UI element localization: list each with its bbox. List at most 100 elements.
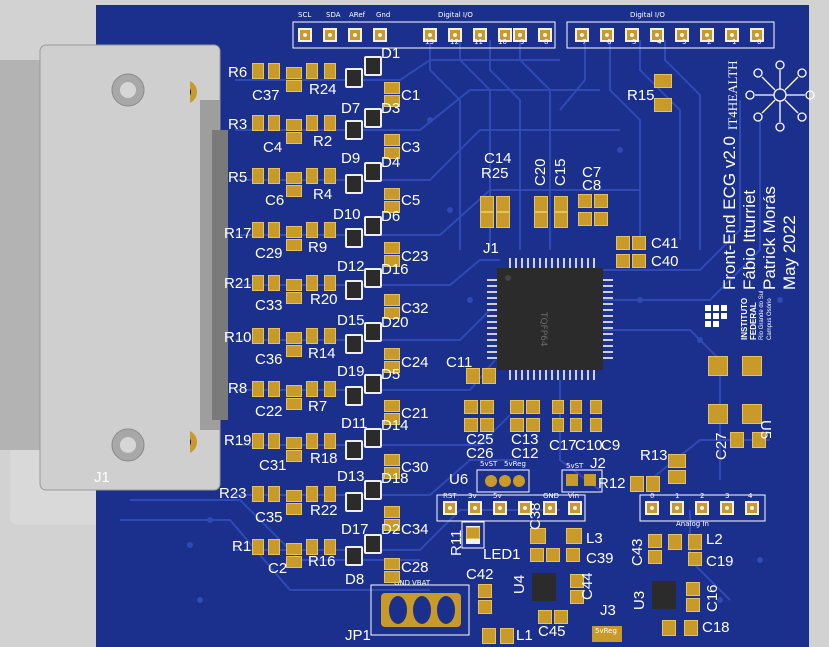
- ref-label: R8: [228, 380, 248, 397]
- ref-label: C35: [255, 509, 283, 526]
- ref-label: C39: [586, 550, 614, 567]
- analog-pin[interactable]: [745, 501, 759, 515]
- header-pin[interactable]: [373, 28, 387, 42]
- ref-label: C44: [579, 572, 596, 600]
- ref-label: D15: [337, 312, 365, 329]
- aref-label: ARef: [349, 11, 366, 19]
- ref-label: R22: [310, 502, 338, 519]
- header-pin[interactable]: [498, 28, 512, 42]
- ref-label: R6: [228, 64, 248, 81]
- chip-marking: TQFP64: [538, 312, 548, 347]
- header-pin[interactable]: [725, 28, 739, 42]
- ref-label: LED1: [483, 546, 521, 563]
- ref-label: C6: [265, 192, 285, 209]
- ref-label: L3: [586, 530, 603, 547]
- ref-label: D9: [341, 150, 361, 167]
- ref-label: C13: [511, 431, 539, 448]
- institute-line: FEDERAL: [749, 302, 758, 340]
- header-pin[interactable]: [323, 28, 337, 42]
- ref-label: U3: [631, 590, 648, 610]
- logo-text: IT4HEALTH: [725, 60, 740, 130]
- logo-graphic: [745, 60, 815, 132]
- pin-number: 3: [725, 492, 730, 500]
- scl-label: SCL: [298, 11, 312, 19]
- ref-label: C45: [538, 623, 566, 640]
- pin-number: 0: [757, 38, 762, 46]
- power-pin[interactable]: [543, 501, 557, 515]
- pin-number: 0: [650, 492, 655, 500]
- jumper-label: 5vST: [566, 462, 584, 470]
- ref-label: C2: [268, 560, 288, 577]
- analog-pin[interactable]: [670, 501, 684, 515]
- analog-pin[interactable]: [695, 501, 709, 515]
- title-block: Front-End ECG v2.0 Fábio Itturriet Patri…: [720, 136, 800, 290]
- ref-label: R23: [219, 485, 247, 502]
- header-pin[interactable]: [348, 28, 362, 42]
- ref-label: J1: [483, 240, 499, 257]
- ref-label: C38: [527, 502, 544, 530]
- header-pin[interactable]: [575, 28, 589, 42]
- power-label: RST: [443, 492, 457, 500]
- header-pin[interactable]: [750, 28, 764, 42]
- ref-label: D10: [333, 206, 361, 223]
- ref-label: C9: [601, 437, 621, 454]
- ref-label: D14: [381, 417, 409, 434]
- jumper-label: VBAT: [412, 579, 431, 587]
- ref-label: C27: [713, 432, 730, 460]
- jumper-label: 5vReg: [595, 627, 617, 635]
- ref-label: D11: [341, 415, 368, 432]
- power-pin[interactable]: [468, 501, 482, 515]
- ref-label: C15: [552, 158, 569, 186]
- power-pin[interactable]: [568, 501, 582, 515]
- power-label: 3v: [468, 492, 477, 500]
- ref-label: C18: [702, 619, 730, 636]
- gnd-label: Gnd: [376, 11, 391, 19]
- ref-label: R7: [308, 398, 328, 415]
- pin-number: 1: [732, 38, 737, 46]
- institute-block: INSTITUTO FEDERAL Rio Grande do Sul Camp…: [740, 291, 774, 340]
- pin-number: 13: [425, 38, 434, 46]
- pin-number: 10: [498, 38, 507, 46]
- header-pin[interactable]: [473, 28, 487, 42]
- digital-io-right-label: Digital I/O: [630, 11, 665, 19]
- jumper-label: GND: [394, 579, 411, 587]
- institute-line: Rio Grande do Sul: [759, 290, 765, 340]
- ref-label: U6: [449, 471, 469, 488]
- power-pin[interactable]: [443, 501, 457, 515]
- ref-label: R20: [310, 291, 338, 308]
- pin-number: 5: [632, 38, 637, 46]
- ref-label: J1: [94, 469, 110, 486]
- ref-label: C4: [263, 139, 283, 156]
- header-pin[interactable]: [298, 28, 312, 42]
- header-pin[interactable]: [700, 28, 714, 42]
- header-pin[interactable]: [538, 28, 552, 42]
- header-pin[interactable]: [600, 28, 614, 42]
- ref-label: C19: [706, 553, 734, 570]
- ref-label: C40: [651, 253, 679, 270]
- ref-label: R9: [308, 239, 328, 256]
- header-pin[interactable]: [650, 28, 664, 42]
- ref-label: D2: [381, 521, 401, 538]
- pin-number: 6: [607, 38, 612, 46]
- analog-pin[interactable]: [645, 501, 659, 515]
- power-pin[interactable]: [518, 501, 532, 515]
- ref-label: D13: [337, 468, 365, 485]
- ref-label: D1: [381, 45, 401, 62]
- power-pin[interactable]: [493, 501, 507, 515]
- ref-label: D5: [381, 366, 401, 383]
- analog-pin[interactable]: [720, 501, 734, 515]
- header-pin[interactable]: [675, 28, 689, 42]
- digital-io-left-label: Digital I/O: [438, 11, 473, 19]
- ref-label: R11: [448, 529, 465, 556]
- header-pin[interactable]: [448, 28, 462, 42]
- pin-number: 7: [582, 38, 587, 46]
- ref-label: D4: [381, 154, 401, 171]
- ref-label: C29: [255, 245, 283, 262]
- ref-label: D16: [381, 261, 409, 278]
- ref-label: C34: [401, 521, 429, 538]
- ref-label: C21: [401, 405, 429, 422]
- header-pin[interactable]: [513, 28, 527, 42]
- ref-label: C23: [401, 248, 429, 265]
- header-pin[interactable]: [625, 28, 639, 42]
- header-pin[interactable]: [423, 28, 437, 42]
